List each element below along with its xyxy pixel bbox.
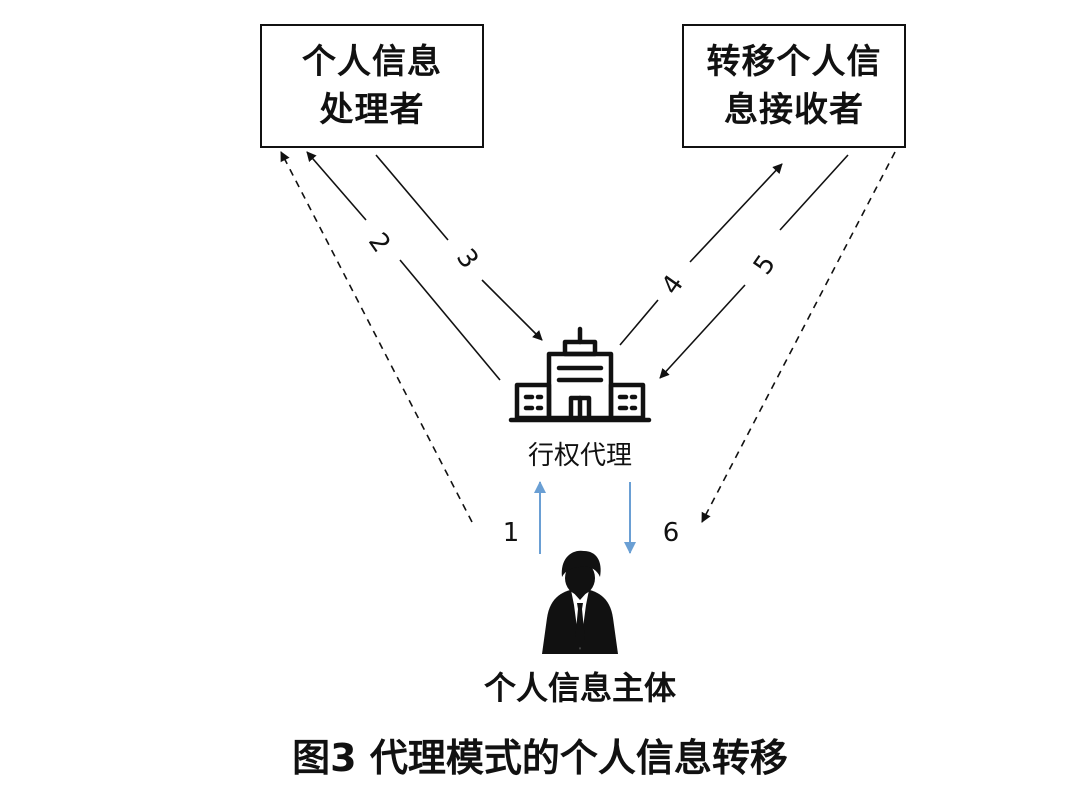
node-info-processor-line2: 处理者 [319, 90, 425, 130]
node-info-receiver-line2: 息接收者 [724, 90, 864, 130]
node-info-receiver-line1: 转移个人信 [706, 42, 882, 82]
person-in-suit-icon [542, 550, 618, 654]
node-subject-label: 个人信息主体 [483, 669, 676, 707]
node-info-processor-line1: 个人信息 [302, 42, 442, 82]
node-info-processor: 个人信息 处理者 [260, 24, 484, 148]
arrow-step-5 [659, 154, 849, 379]
dashed-arrow-subject-to-processor [280, 151, 473, 523]
step-label-1: 1 [502, 518, 520, 548]
arrow-step-2 [306, 151, 501, 381]
step-label-6: 6 [662, 518, 680, 548]
node-agent-label: 行权代理 [527, 441, 632, 471]
node-info-receiver: 转移个人信 息接收者 [682, 24, 906, 148]
arrow-step-3 [375, 154, 543, 341]
figure-caption: 图3 代理模式的个人信息转移 [292, 736, 788, 780]
dashed-arrow-receiver-to-subject [701, 151, 896, 523]
arrow-step-4 [619, 163, 783, 346]
office-building-icon [508, 326, 652, 423]
